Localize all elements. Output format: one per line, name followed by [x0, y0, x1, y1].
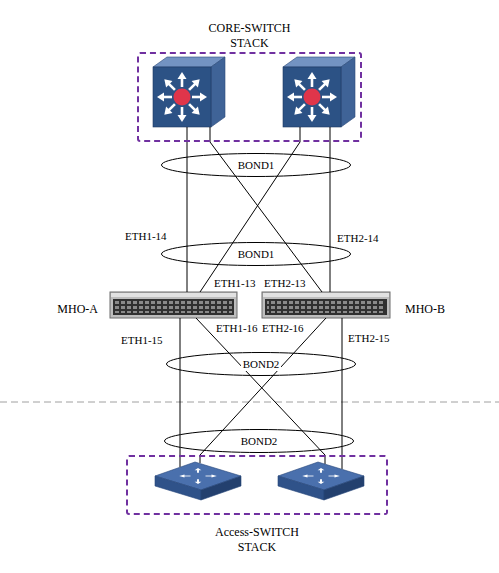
stack-group: Access-SWITCH STACK — [126, 455, 388, 515]
bond-label: BOND1 — [236, 159, 277, 172]
port-label: ETH2-14 — [337, 232, 379, 245]
bond-ellipse: BOND1 — [161, 153, 351, 177]
mho-device — [110, 292, 237, 318]
device-label: MHO-A — [57, 302, 98, 316]
core-switch-icon — [153, 57, 225, 127]
cable-link — [196, 318, 325, 455]
bond-label: BOND2 — [239, 435, 280, 448]
cable-link — [330, 142, 331, 292]
cable-link — [200, 142, 300, 292]
mho-device — [262, 292, 390, 318]
port-label: ETH1-13 — [214, 277, 256, 290]
cable-link — [187, 142, 188, 292]
port-label: ETH2-13 — [264, 277, 306, 290]
access-switch-icon — [155, 462, 241, 500]
cable-link — [210, 142, 322, 292]
stack-label: CORE-SWITCH STACK — [204, 21, 296, 51]
device-label: MHO-B — [405, 302, 445, 316]
bond-label: BOND1 — [236, 248, 277, 261]
bond-outline — [162, 154, 351, 177]
bond-ellipse: BOND2 — [166, 352, 356, 376]
port-label: ETH1-15 — [121, 334, 163, 347]
port-label: ETH1-16 — [216, 322, 258, 335]
core-switch-icon — [283, 57, 355, 127]
mho-device: MHO-A — [110, 292, 237, 318]
port-label: ETH1-14 — [125, 230, 167, 243]
access-switch-icon — [278, 462, 364, 500]
stack-label: Access-SWITCH STACK — [205, 525, 309, 555]
port-label: ETH2-16 — [262, 322, 304, 335]
port-label: ETH2-15 — [348, 332, 390, 345]
bond-ellipse: BOND2 — [164, 429, 354, 453]
mho-device: MHO-B — [262, 292, 390, 318]
bond-label: BOND2 — [241, 358, 282, 371]
bond-outline — [162, 243, 351, 266]
cable-link — [200, 318, 326, 455]
bond-ellipse: BOND1 — [161, 242, 351, 266]
cable-link — [342, 318, 343, 455]
bond-outline — [165, 430, 354, 453]
bond-outline — [167, 353, 356, 376]
stack-group: CORE-SWITCH STACK — [137, 52, 362, 142]
